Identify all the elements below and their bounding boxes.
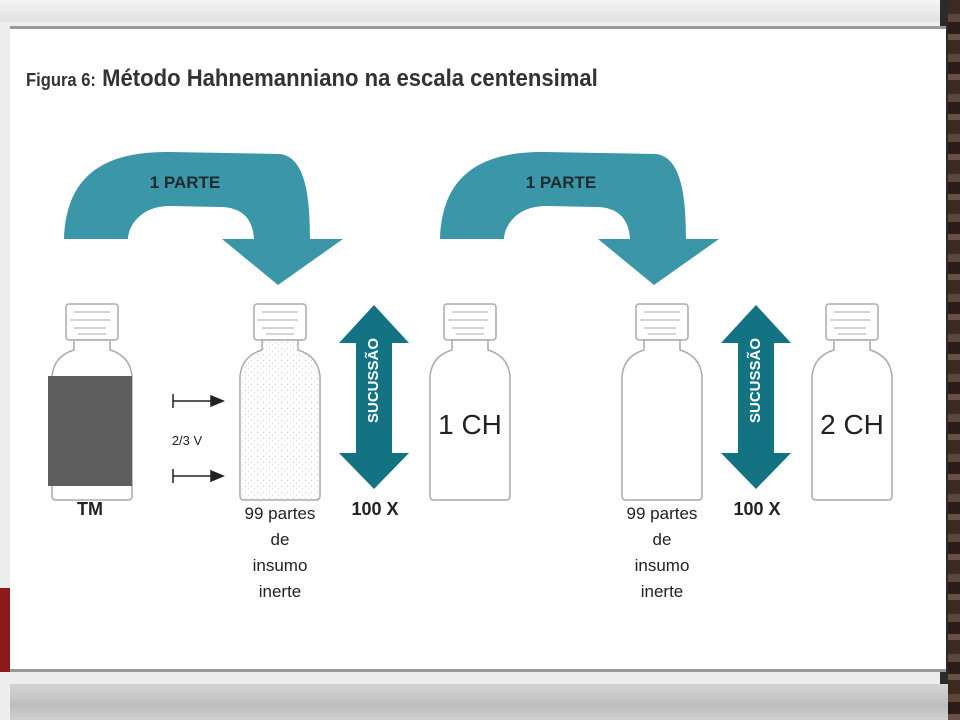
double-arrow-1 bbox=[339, 305, 409, 489]
succussion-count-2: 100 X bbox=[733, 499, 781, 519]
volume-label: 2/3 V bbox=[171, 433, 203, 448]
slide-top-bar bbox=[0, 0, 960, 22]
figure-label: Figura 6: bbox=[26, 70, 96, 90]
figure-panel: Figura 6: Método Hahnemanniano na escala… bbox=[10, 26, 946, 672]
transfer-label-1: 1 PARTE bbox=[149, 173, 221, 192]
bottle-label-tm: TM bbox=[77, 499, 103, 519]
diagram-canvas bbox=[48, 151, 893, 501]
volume-marker bbox=[172, 394, 225, 483]
figure-title-text: Método Hahnemanniano na escala centensim… bbox=[102, 65, 598, 92]
bottle-tm bbox=[48, 303, 133, 501]
bottle-inert-1 bbox=[239, 303, 321, 501]
succussion-label-2: SUCUSSÃO bbox=[736, 338, 776, 423]
slide-bottom-bar bbox=[10, 684, 948, 720]
curved-arrow-2 bbox=[440, 151, 719, 285]
bottle-inert-2 bbox=[621, 303, 703, 501]
double-arrow-2 bbox=[721, 305, 791, 489]
bottle-1ch bbox=[429, 303, 511, 501]
bottle-label-2ch: 2 CH bbox=[820, 409, 884, 440]
figure-title: Figura 6: Método Hahnemanniano na escala… bbox=[26, 65, 598, 93]
bottle-2ch bbox=[811, 303, 893, 501]
curved-arrow-1 bbox=[64, 151, 343, 285]
wood-texture-edge bbox=[946, 0, 960, 720]
bottle-label-1ch: 1 CH bbox=[438, 409, 502, 440]
succussion-label-1: SUCUSSÃO bbox=[354, 338, 394, 423]
succussion-count-1: 100 X bbox=[351, 499, 399, 519]
transfer-label-2: 1 PARTE bbox=[525, 173, 597, 192]
